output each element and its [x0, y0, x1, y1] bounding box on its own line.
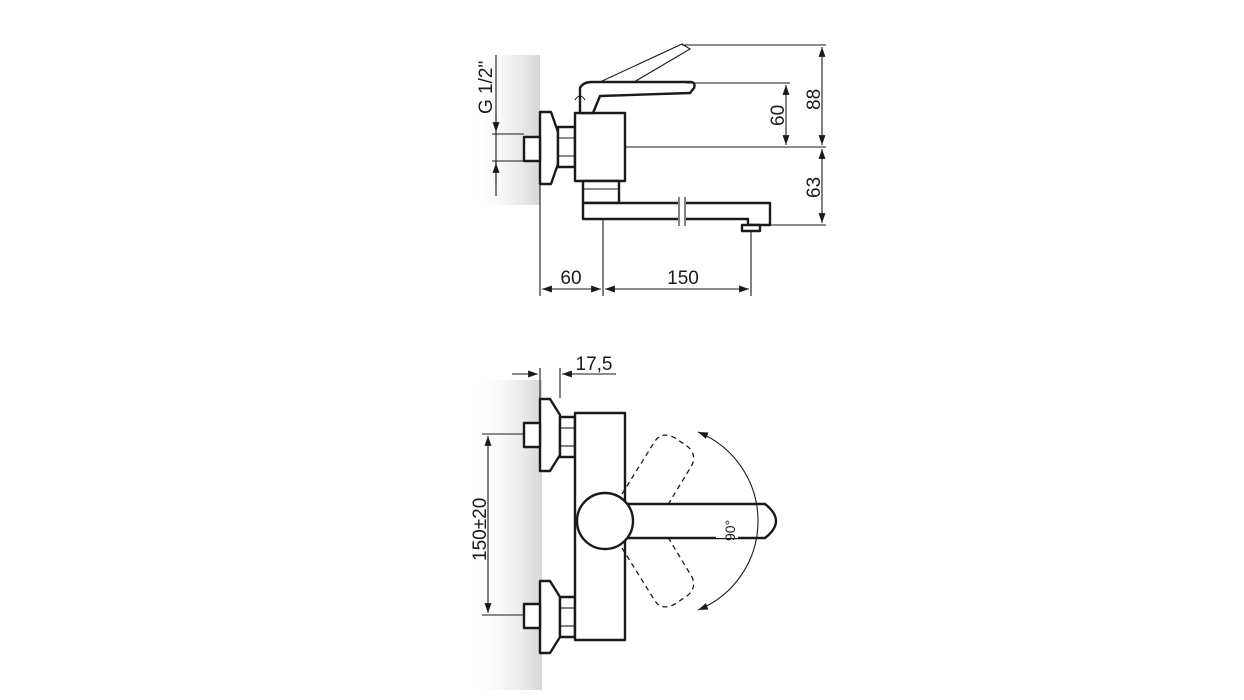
dim-thread: G 1/2": [476, 61, 497, 114]
flange-bottom: [538, 579, 562, 655]
aerator: [740, 223, 762, 233]
dim-height-spout: 63: [804, 177, 825, 198]
connector-top: [522, 421, 542, 449]
dim-height-total: 88: [804, 89, 825, 110]
spout-break: [678, 197, 686, 225]
nut-top: [558, 415, 577, 459]
diverter-block: [581, 179, 621, 205]
wall-shading-top: [470, 55, 540, 205]
angle-arc: [697, 431, 759, 611]
lever-hub: [575, 491, 635, 551]
lever-raised-outline: [599, 43, 692, 96]
connector-bottom: [522, 602, 542, 630]
mixer-body: [573, 111, 627, 183]
flange-top: [538, 397, 562, 473]
dim-height-lever: 60: [768, 105, 789, 126]
dim-lever-angle: 90°: [722, 520, 738, 541]
eccentric-connector: [522, 135, 542, 163]
dim-depth-wall: 60: [560, 268, 581, 289]
union-nut: [556, 125, 577, 169]
dim-spout-reach: 150: [667, 268, 699, 289]
wall-flange: [538, 110, 560, 186]
lever-lower-position: [621, 523, 695, 608]
side-view: G 1/2" 88 60 63 60 150: [470, 43, 826, 296]
lever-front: [613, 502, 778, 540]
lever-base-curve: [574, 95, 586, 101]
lever: [578, 80, 696, 115]
spout: [581, 201, 772, 227]
dim-offset: 17,5: [576, 354, 613, 375]
lever-upper-position: [621, 434, 695, 519]
nut-bottom: [558, 595, 577, 639]
front-view: 17,5 90° 150±20: [470, 354, 778, 690]
dim-inlet-spacing: 150±20: [470, 498, 491, 561]
